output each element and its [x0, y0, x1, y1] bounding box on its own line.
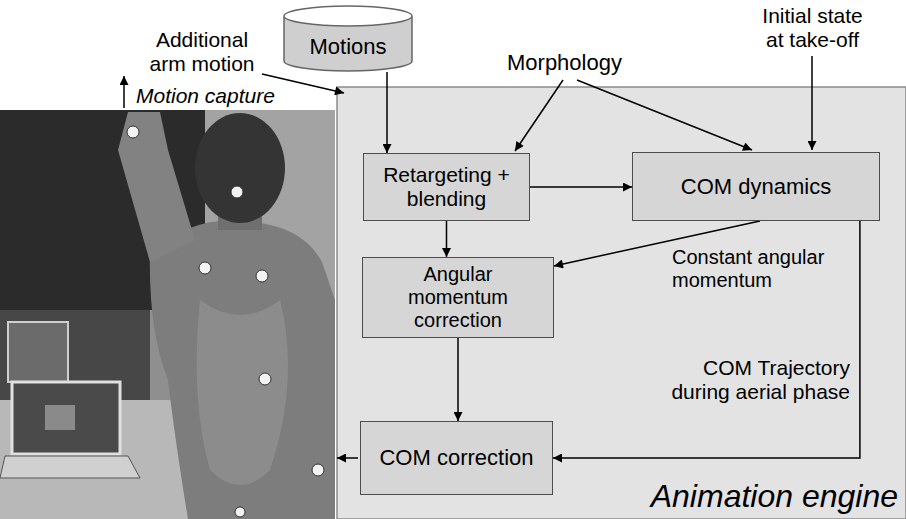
input-label: Additional arm motion	[143, 28, 261, 76]
motion-capture-photo	[0, 110, 335, 519]
edge-label: COM Trajectory during aerial phase	[645, 356, 850, 404]
process-box: Retargeting + blending	[363, 153, 530, 221]
process-box: Angular momentum correction	[362, 257, 554, 338]
storage-cylinder: Motions	[283, 5, 413, 72]
cylinder-top	[284, 6, 412, 16]
edge-label: Constant angular momentum	[672, 246, 850, 292]
source-label: Motion capture	[136, 84, 275, 108]
flow-arrow	[530, 186, 632, 188]
node-text: COM correction	[379, 445, 533, 470]
process-box: COM dynamics	[632, 152, 880, 221]
process-box: COM correction	[360, 421, 553, 495]
engine-panel: Animation engineRetargeting + blendingCO…	[337, 87, 906, 519]
cylinder-body	[284, 16, 412, 71]
flow-arrow	[386, 72, 388, 153]
input-label: Morphology	[507, 50, 622, 75]
flow-arrow	[457, 338, 459, 421]
flow-arrow	[446, 221, 448, 257]
flow-arrow	[553, 221, 860, 458]
engine-panel-ground	[337, 87, 906, 519]
input-label: Initial state at take-off	[755, 4, 870, 52]
node-text: COM dynamics	[681, 174, 831, 199]
node-text: Angular momentum correction	[371, 263, 545, 332]
panel-title: Animation engine	[651, 478, 898, 515]
node-text: Retargeting + blending	[383, 163, 511, 211]
node-text: Motions	[309, 34, 386, 59]
